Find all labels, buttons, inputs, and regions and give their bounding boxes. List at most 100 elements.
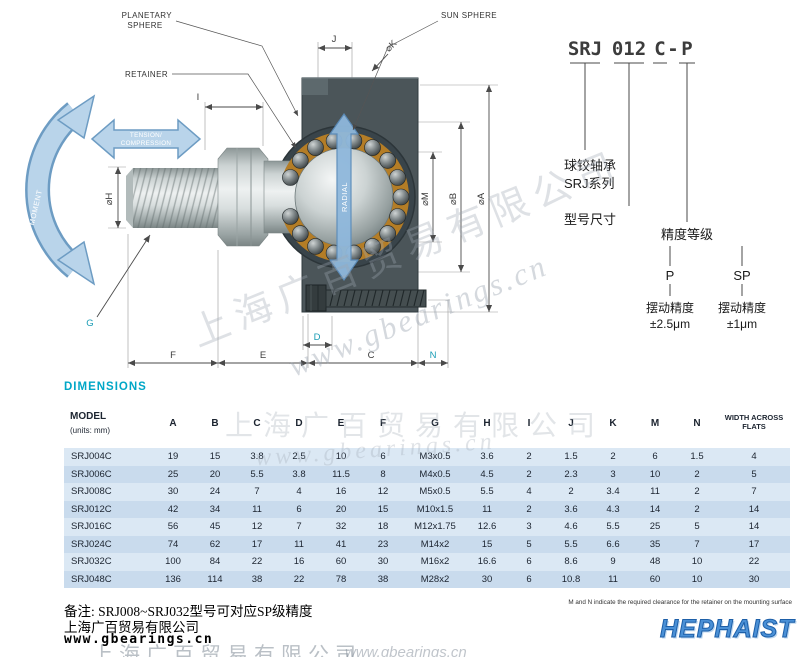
value-cell: 20	[335, 503, 347, 515]
part-number-breakdown: SRJ 012 C - P 球铰轴承 SRJ系列 型号尺寸 精度等级 P SP	[564, 38, 766, 331]
value-cell: 1.5	[564, 451, 578, 463]
value-cell: 2	[694, 486, 700, 498]
model-cell: SRJ012C	[71, 503, 112, 515]
value-cell: 5.5	[480, 486, 494, 498]
code-type: C	[654, 38, 665, 60]
watermark-site-bottom: www.gbearings.cn	[345, 644, 467, 657]
col-header-width-across-flats: WIDTH ACROSS FLATS	[724, 413, 784, 431]
value-cell: 17	[748, 538, 760, 550]
value-cell: 7	[254, 486, 260, 498]
value-cell: 6	[652, 451, 658, 463]
value-cell: 18	[377, 521, 389, 533]
value-cell: 136	[165, 573, 181, 585]
value-cell: 17	[251, 538, 263, 550]
radial-label: RADIAL	[340, 182, 349, 212]
value-cell: M28x2	[420, 573, 450, 585]
col-header-i: I	[527, 417, 531, 429]
value-cell: 3	[526, 521, 532, 533]
value-cell: 1.5	[690, 451, 704, 463]
value-cell: 35	[649, 538, 661, 550]
col-header-h: H	[483, 417, 491, 429]
retainer-label: RETAINER	[125, 70, 168, 79]
value-cell: 9	[610, 556, 616, 568]
value-cell: 25	[649, 521, 661, 533]
value-cell: 2	[568, 486, 574, 498]
value-cell: 16.6	[477, 556, 497, 568]
value-cell: 2.5	[292, 451, 306, 463]
value-cell: 7	[751, 486, 757, 498]
dim-n: N	[430, 350, 437, 361]
value-cell: 3.4	[606, 486, 620, 498]
dim-b: ⌀B	[448, 193, 459, 205]
col-header-e: E	[337, 417, 345, 429]
footer-note-en: M and N indicate the required clearance …	[568, 599, 792, 606]
value-cell: 30	[377, 556, 389, 568]
dim-i: I	[197, 92, 200, 103]
value-cell: 11	[650, 486, 660, 498]
dim-c: C	[368, 350, 375, 361]
col-header-d: D	[295, 417, 303, 429]
value-cell: 4.6	[564, 521, 578, 533]
value-cell: 30	[167, 486, 179, 498]
value-cell: 2.3	[564, 468, 578, 480]
tension-label-line1: TENSION/	[130, 132, 162, 139]
value-cell: 41	[335, 538, 347, 550]
value-cell: 4.5	[480, 468, 494, 480]
value-cell: 3	[610, 468, 616, 480]
value-cell: 30	[481, 573, 493, 585]
grade-meaning-label: 精度等级	[661, 227, 713, 242]
dimensions-table: MODEL (units: mm) A B C D E F G H I J K …	[64, 398, 790, 588]
value-cell: 16	[335, 486, 347, 498]
dim-h: ⌀H	[104, 193, 115, 206]
planetary-sphere-label-line1: PLANETARY	[122, 11, 173, 20]
value-cell: 10	[649, 468, 661, 480]
value-cell: 56	[167, 521, 179, 533]
value-cell: 20	[209, 468, 221, 480]
tension-label-line2: COMPRESSION	[121, 140, 172, 147]
value-cell: 15	[377, 503, 389, 515]
value-cell: 22	[251, 556, 263, 568]
dim-a: ⌀A	[476, 192, 487, 205]
col-header-n: N	[693, 417, 701, 429]
value-cell: 74	[167, 538, 179, 550]
value-cell: 25	[167, 468, 179, 480]
model-cell: SRJ008C	[71, 486, 112, 498]
model-cell: SRJ006C	[71, 468, 112, 480]
value-cell: 5.5	[564, 538, 578, 550]
dimensions-title: DIMENSIONS	[64, 381, 147, 393]
value-cell: 6.6	[606, 538, 620, 550]
value-cell: 22	[293, 573, 305, 585]
col-header-j: J	[568, 417, 574, 429]
model-header-label: MODEL	[70, 411, 107, 422]
value-cell: 5	[694, 521, 700, 533]
value-cell: 11.5	[332, 468, 350, 480]
grade-sp-value: ±1μm	[727, 317, 757, 331]
value-cell: 16	[293, 556, 305, 568]
value-cell: 6	[380, 451, 386, 463]
col-header-k: K	[609, 417, 617, 429]
model-cell: SRJ048C	[71, 573, 112, 585]
value-cell: M3x0.5	[419, 451, 451, 463]
value-cell: 62	[209, 538, 221, 550]
value-cell: 5	[526, 538, 532, 550]
grade-p-header: P	[666, 268, 675, 283]
value-cell: 2	[526, 451, 532, 463]
value-cell: 78	[335, 573, 347, 585]
size-meaning-label: 型号尺寸	[564, 212, 616, 227]
value-cell: 12	[251, 521, 263, 533]
footer-note-cn: 备注: SRJ008~SRJ032型号可对应SP级精度	[64, 604, 313, 619]
units-note: (units: mm)	[70, 426, 110, 435]
col-header-g: G	[431, 417, 439, 429]
value-cell: 3.6	[480, 451, 494, 463]
value-cell: 2	[610, 451, 616, 463]
tension-compression-arrow: TENSION/ COMPRESSION	[90, 118, 202, 160]
model-cell: SRJ016C	[71, 521, 112, 533]
thread-pattern	[133, 168, 218, 228]
value-cell: 45	[209, 521, 221, 533]
code-connector-lines	[570, 62, 743, 296]
col-header-b: B	[211, 417, 219, 429]
